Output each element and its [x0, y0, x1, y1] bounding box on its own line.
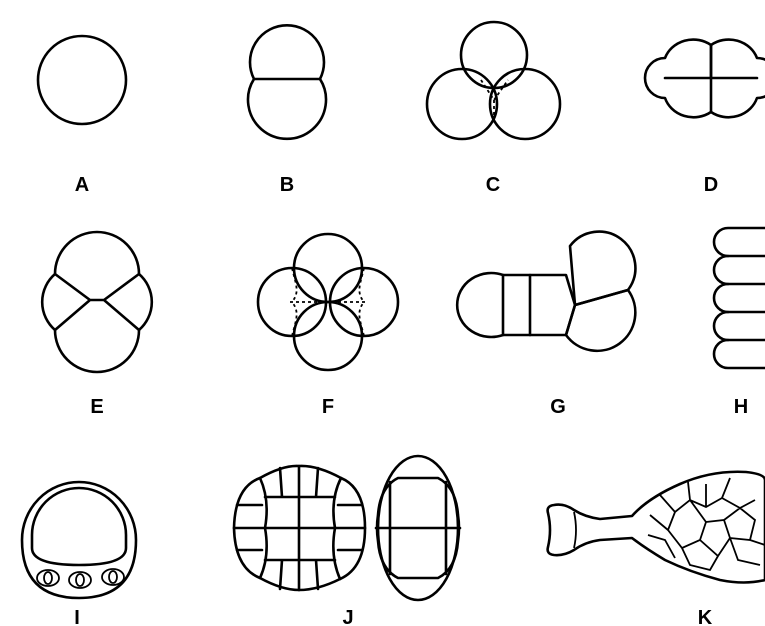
cell-k-outline — [548, 472, 765, 583]
figure-k: K — [548, 472, 765, 626]
cell-b-top — [250, 25, 324, 79]
wall-e — [55, 274, 139, 330]
wall-j-front — [234, 466, 365, 590]
wall-j-side — [376, 482, 460, 574]
cell-g-middle — [503, 275, 575, 335]
figure-e: E — [42, 232, 152, 418]
nucleus-i-left-core — [44, 572, 52, 584]
wall-f-dashed — [290, 268, 366, 336]
cell-i-outer — [22, 482, 136, 598]
cell-a — [38, 36, 126, 124]
label-k: K — [698, 607, 713, 626]
cell-i-inner — [32, 488, 126, 565]
cell-b-bottom — [248, 79, 326, 139]
cell-g-top-right — [570, 232, 635, 305]
figure-b: B — [248, 25, 326, 196]
figure-h: H — [714, 228, 765, 418]
stalk-k-joint — [574, 512, 576, 548]
nucleus-i-right-core — [109, 571, 117, 583]
label-j: J — [342, 607, 353, 626]
label-c: C — [486, 174, 500, 196]
figure-g: G — [457, 232, 635, 418]
figure-a: A — [38, 36, 126, 196]
cell-c-left — [427, 69, 497, 139]
cell-g-bottom-right — [566, 290, 635, 351]
cell-h-outline — [714, 228, 765, 368]
label-a: A — [75, 174, 89, 196]
cell-g-left — [457, 273, 503, 337]
wall-h — [728, 256, 765, 340]
cell-c-top — [461, 22, 527, 88]
figure-c: C — [427, 22, 560, 196]
label-i: I — [74, 607, 80, 626]
label-g: G — [550, 396, 566, 418]
figure-f: F — [258, 234, 398, 418]
label-d: D — [704, 174, 718, 196]
figure-i: I — [22, 482, 136, 626]
nucleus-i-center-core — [76, 574, 84, 586]
cell-f-top — [294, 234, 362, 302]
label-h: H — [734, 396, 748, 418]
label-f: F — [322, 396, 334, 418]
cell-e-outline — [42, 232, 152, 372]
figure-d: D — [645, 40, 765, 196]
cell-c-right — [490, 69, 560, 139]
label-b: B — [280, 174, 294, 196]
cell-f-bottom — [294, 302, 362, 370]
label-e: E — [90, 396, 103, 418]
figure-j: J — [234, 456, 460, 626]
